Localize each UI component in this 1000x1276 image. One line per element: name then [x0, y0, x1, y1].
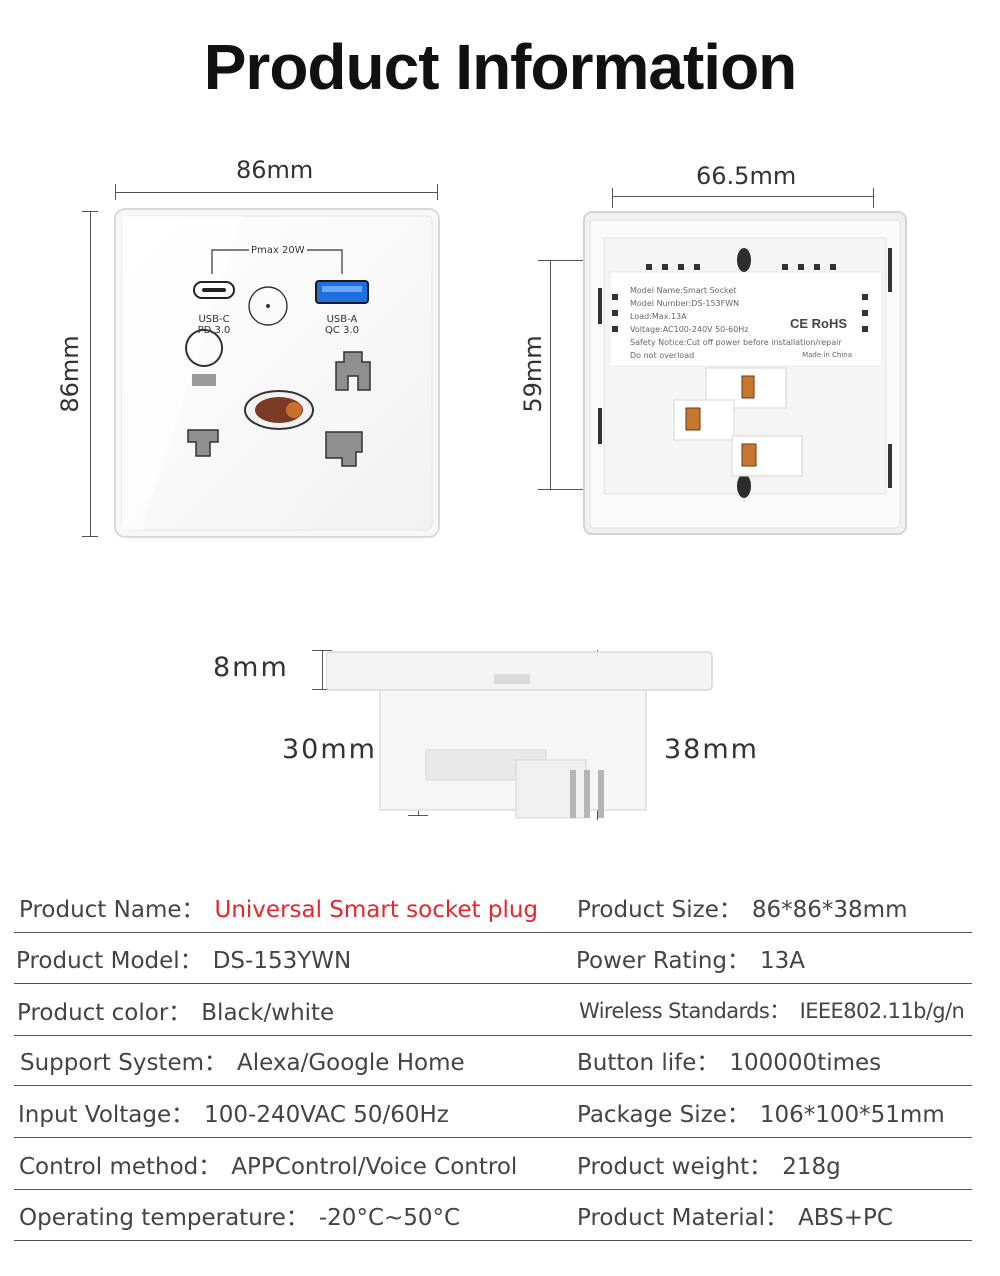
spec-left: Product Name： Universal Smart socket plug [19, 890, 538, 924]
back-width-tick-right [873, 188, 874, 208]
spec-left: Operating temperature： -20°C~50°C [19, 1198, 460, 1232]
spec-left: Input Voltage： 100-240VAC 50/60Hz [18, 1095, 449, 1129]
side-plate-tick-bottom [312, 689, 332, 690]
front-width-label: 86mm [236, 156, 314, 184]
back-label-line2: Model Number:DS-153FWN [630, 299, 740, 308]
spec-row-6: Control method：APPControl/Voice Control … [14, 1139, 972, 1190]
spec-value: 100000times [729, 1050, 882, 1076]
spec-value: Universal Smart socket plug [214, 897, 539, 923]
spec-label: Product weight： [577, 1154, 773, 1180]
side-body-tick-bottom [408, 815, 428, 816]
spec-right: Button life： 100000times [577, 1043, 881, 1077]
spec-left: Support System： Alexa/Google Home [20, 1043, 465, 1077]
spec-row-4: Support System： Alexa/Google Home Button … [14, 1035, 972, 1086]
side-plate-tick-top [312, 650, 332, 651]
spec-value: -20°C~50°C [318, 1205, 461, 1231]
back-label-footer: Do not overload Made in China [630, 349, 860, 362]
back-label-line3: Load:Max.13A [630, 312, 687, 321]
front-width-tick-left [115, 184, 116, 200]
back-panel-image [583, 211, 907, 535]
spec-label: Wireless Standards： [579, 999, 790, 1023]
back-label-line4: Voltage:AC100-240V 50-60Hz [630, 325, 749, 334]
spec-label: Product Material： [577, 1205, 789, 1231]
front-height-tick-top [82, 211, 98, 212]
usb-a-text: USB-A [326, 314, 358, 325]
spec-value: IEEE802.11b/g/n [799, 999, 965, 1023]
spec-value: ABS+PC [798, 1205, 893, 1231]
side-plate-label: 8mm [213, 652, 289, 683]
spec-value: 100-240VAC 50/60Hz [204, 1102, 449, 1128]
spec-right: Product Material： ABS+PC [577, 1198, 893, 1232]
spec-row-2: Product Model： DS-153YWN Power Rating： 13A [14, 933, 972, 984]
front-height-line [90, 211, 91, 537]
back-label-line1: Model Name:Smart Socket [630, 286, 737, 295]
spec-value: 218g [782, 1154, 841, 1180]
pmax-label: Pmax 20W [249, 245, 307, 256]
side-view-image [326, 651, 713, 819]
front-width-line [115, 192, 438, 193]
usb-c-sub-text: PD 3.0 [197, 325, 231, 336]
spec-left: Product Model： DS-153YWN [16, 941, 351, 975]
side-total-label: 38mm [664, 734, 759, 765]
back-height-label: 59mm [519, 335, 547, 413]
spec-label: Product Size： [577, 897, 742, 923]
spec-label: Product Name： [19, 897, 205, 923]
spec-label: Product color： [17, 1000, 192, 1026]
made-in-label: Made in China [802, 351, 852, 359]
spec-left: Product color： Black/white [17, 993, 334, 1027]
usb-a-sub-text: QC 3.0 [325, 325, 359, 336]
back-height-line [550, 260, 551, 490]
spec-label: Input Voltage： [18, 1102, 195, 1128]
spec-row-7: Operating temperature： -20°C~50°C Product… [14, 1190, 972, 1241]
spec-label: Control method： [19, 1154, 222, 1180]
spec-label: Package Size： [577, 1102, 750, 1128]
front-width-tick-right [437, 184, 438, 200]
back-width-line [612, 196, 874, 197]
spec-right: Product Size： 86*86*38mm [577, 890, 907, 924]
back-width-tick-left [612, 188, 613, 208]
usb-c-text: USB-C [198, 314, 230, 325]
front-height-label: 86mm [56, 335, 84, 413]
page-title: Product Information [203, 31, 798, 103]
spec-value: APPControl/Voice Control [231, 1154, 518, 1180]
spec-label: Power Rating： [576, 948, 751, 974]
spec-right: Wireless Standards： IEEE802.11b/g/n [579, 995, 965, 1025]
spec-label: Operating temperature： [19, 1205, 309, 1231]
spec-label: Support System： [20, 1050, 227, 1076]
spec-value: DS-153YWN [212, 948, 352, 974]
spec-label: Button life： [577, 1050, 720, 1076]
spec-value: Alexa/Google Home [237, 1050, 465, 1076]
front-height-tick-bottom [82, 536, 98, 537]
back-width-label: 66.5mm [696, 162, 797, 190]
spec-right: Power Rating： 13A [576, 941, 805, 975]
spec-value: 106*100*51mm [759, 1102, 945, 1128]
side-body-label: 30mm [282, 734, 377, 765]
spec-right: Product weight： 218g [577, 1147, 841, 1181]
front-panel-image [114, 208, 440, 538]
side-plate-line [322, 650, 323, 690]
spec-left: Control method： APPControl/Voice Control [19, 1147, 517, 1181]
spec-label: Product Model： [16, 948, 203, 974]
spec-right: Package Size： 106*100*51mm [577, 1095, 945, 1129]
spec-row-3: Product color： Black/white Wireless Stand… [14, 985, 972, 1036]
spec-row-5: Input Voltage： 100-240VAC 50/60Hz Package… [14, 1087, 972, 1138]
spec-row-1: Product Name： Universal Smart socket plug… [14, 882, 972, 933]
back-label-line5: Safety Notice:Cut off power before insta… [630, 338, 842, 347]
spec-value: 86*86*38mm [751, 897, 908, 923]
back-label-line6: Do not overload [630, 351, 695, 360]
back-label-text: Model Name:Smart Socket Model Number:DS-… [630, 284, 860, 362]
spec-value: 13A [760, 948, 806, 974]
cert-mark: CE RoHS [790, 316, 848, 331]
spec-value: Black/white [201, 1000, 335, 1026]
